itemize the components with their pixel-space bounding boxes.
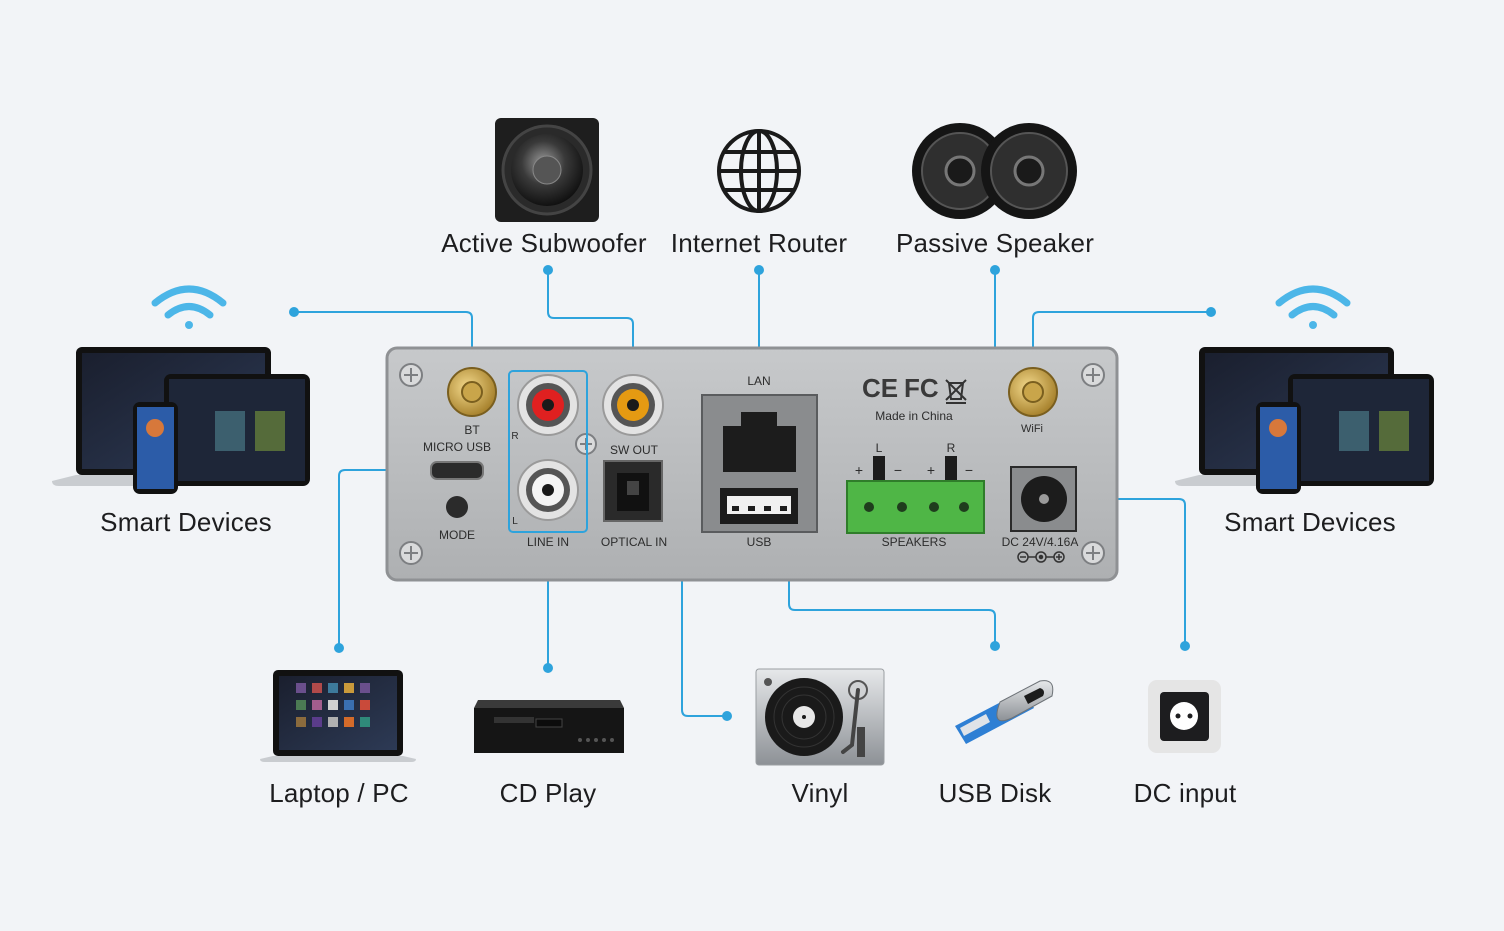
dc-polarity-icon (1017, 551, 1065, 563)
panel-label-speaker-r: R (946, 441, 956, 455)
panel-label-plus-r: + (926, 462, 936, 478)
subwoofer-icon (495, 118, 599, 222)
panel-label-line-in: LINE IN (526, 535, 570, 549)
amplifier-back-panel (385, 346, 1119, 582)
rca-sw-out-orange (602, 374, 664, 436)
panel-label-speakers: SPEAKERS (881, 535, 947, 549)
panel-label-bt: BT (464, 423, 480, 437)
line-subwoofer-to-sw-out (547, 270, 634, 380)
label-laptop-pc: Laptop / PC (269, 778, 409, 808)
panel-label-usb: USB (746, 535, 772, 549)
rca-right-red (517, 374, 579, 436)
smart-devices-right-icon (1175, 347, 1434, 494)
label-smart-devices-right: Smart Devices (1224, 507, 1396, 537)
cd-player-icon (474, 700, 624, 753)
optical-in-port (603, 460, 663, 522)
panel-label-minus-l: − (893, 462, 903, 478)
label-usb-disk: USB Disk (938, 778, 1052, 808)
panel-label-sw-out: SW OUT (610, 443, 658, 457)
panel-label-dc-rating: DC 24V/4.16A (1001, 535, 1079, 549)
globe-icon (717, 129, 801, 213)
usb-flash-drive-icon (955, 680, 1054, 744)
line-in-frame (508, 370, 588, 533)
line-bt-to-smart-devices (294, 311, 473, 372)
bt-antenna-connector (447, 367, 497, 417)
connector-end-dots (289, 265, 1216, 721)
line-micro-usb-to-laptop (338, 469, 456, 648)
panel-label-speaker-l: L (875, 441, 883, 455)
label-cd-play: CD Play (499, 778, 597, 808)
fc-mark: FC (904, 373, 939, 403)
panel-label-plus-l: + (854, 462, 864, 478)
panel-label-optical-in: OPTICAL IN (600, 535, 668, 549)
smart-devices-left-icon (52, 347, 310, 494)
panel-label-l: L (512, 516, 518, 527)
label-dc-input: DC input (1133, 778, 1237, 808)
ce-mark: CE (862, 373, 899, 403)
turntable-icon (755, 668, 885, 766)
mode-button (446, 496, 468, 518)
label-vinyl: Vinyl (791, 778, 849, 808)
passive-speaker-icon (912, 123, 1077, 219)
panel-label-mode: MODE (439, 528, 475, 542)
wifi-antenna-connector (1008, 367, 1058, 417)
panel-label-minus-r: − (964, 462, 974, 478)
line-dc-to-dc-input (1046, 498, 1186, 646)
line-wifi-to-smart-devices (1032, 311, 1211, 372)
panel-label-r: R (511, 431, 519, 442)
panel-label-lan: LAN (747, 374, 771, 388)
wifi-icon-right (1275, 285, 1351, 329)
panel-label-micro-usb: MICRO USB (422, 440, 492, 454)
wifi-icon-left (151, 285, 227, 329)
dc-power-jack (1010, 466, 1077, 532)
usb-port (720, 488, 798, 524)
panel-label-made-in-china: Made in China (875, 409, 953, 423)
line-usb-to-usb-disk (788, 516, 996, 646)
speaker-terminal-block (846, 456, 985, 534)
label-active-subwoofer: Active Subwoofer (441, 228, 647, 258)
label-smart-devices-left: Smart Devices (100, 507, 272, 537)
weee-recycle-icon (945, 379, 967, 404)
laptop-icon (260, 670, 416, 762)
lan-port (723, 412, 796, 472)
label-passive-speaker: Passive Speaker (895, 228, 1095, 258)
panel-label-wifi: WiFi (1021, 423, 1043, 435)
label-internet-router: Internet Router (670, 228, 848, 258)
power-outlet-icon (1148, 680, 1221, 753)
micro-usb-port (430, 461, 484, 480)
rca-left-white (517, 459, 579, 521)
